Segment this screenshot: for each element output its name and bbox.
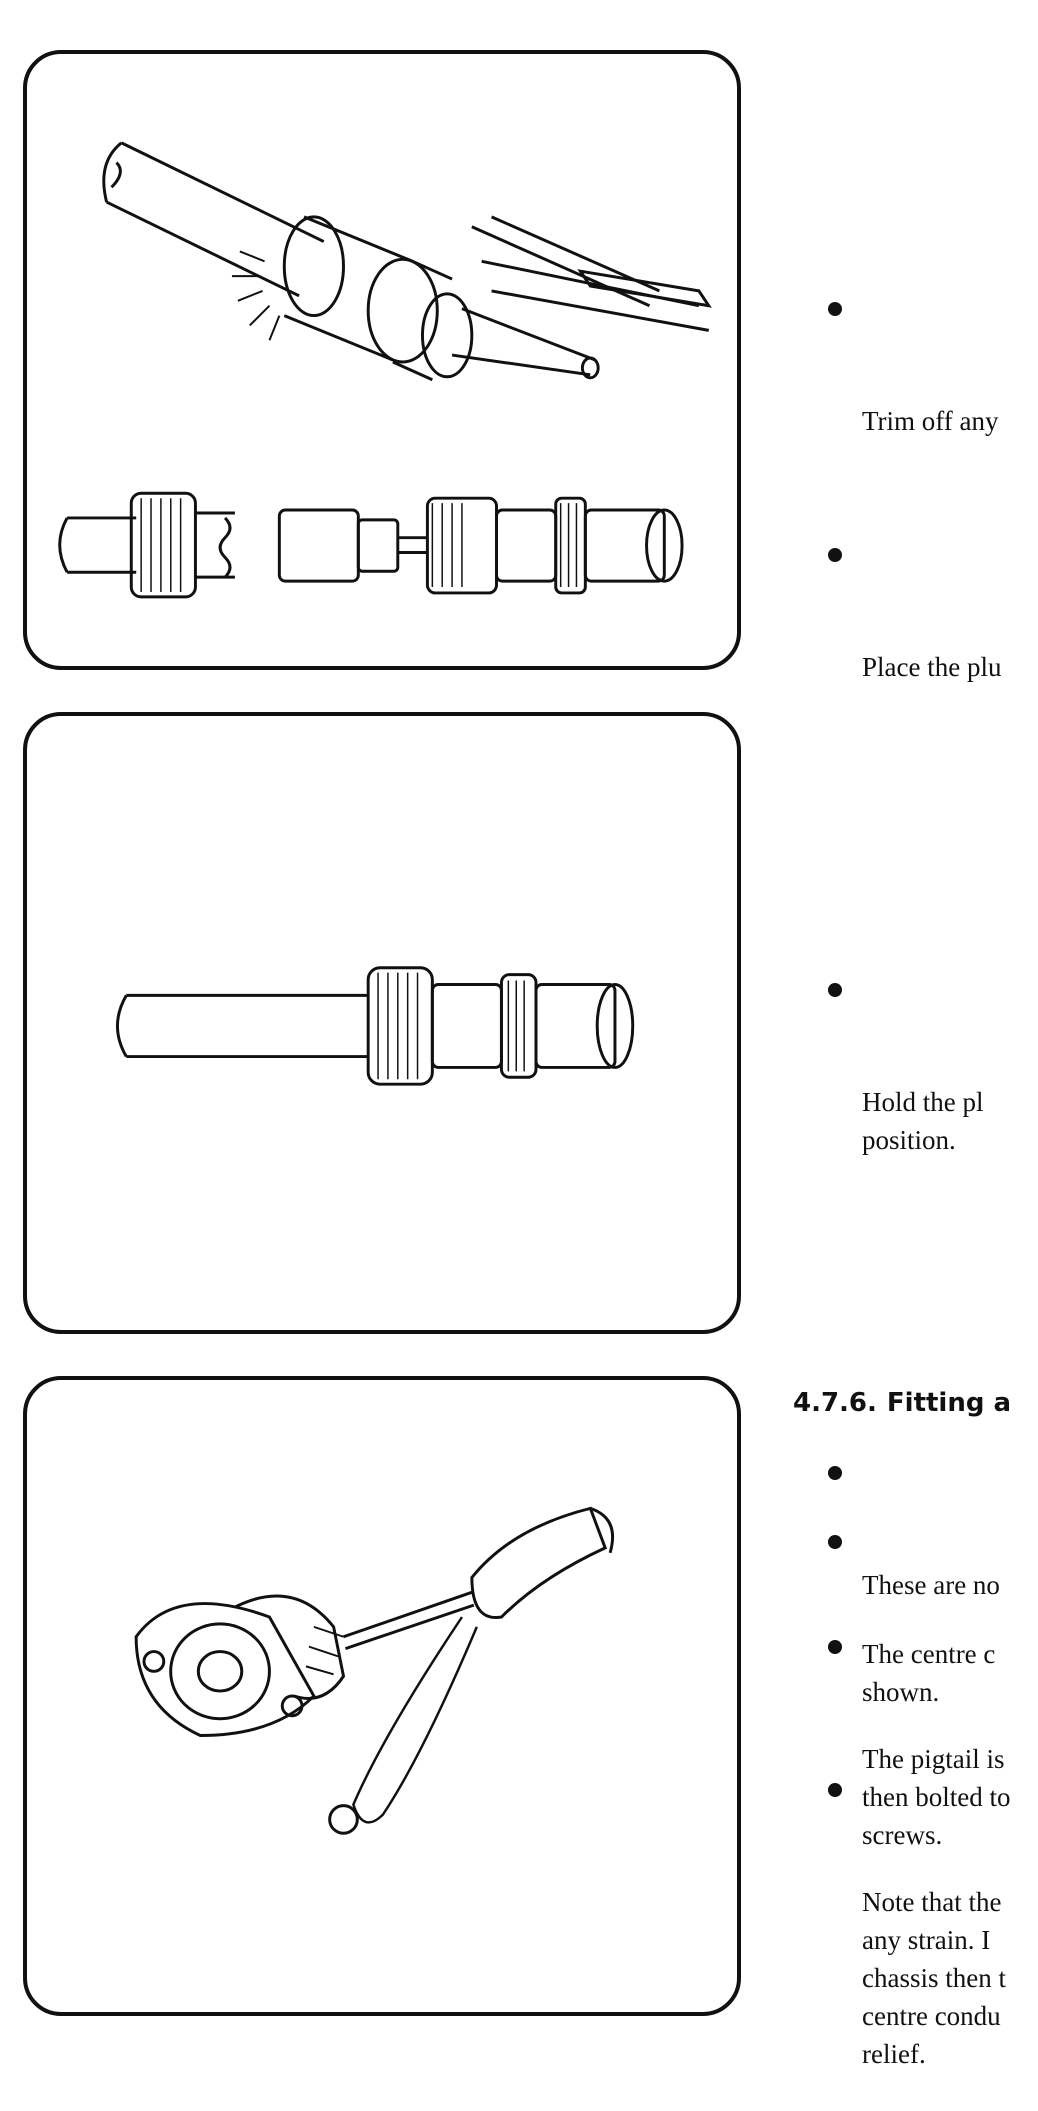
assembled-plug-illustration	[116, 966, 635, 1086]
bullet-dot	[828, 548, 842, 562]
chassis-socket-illustration	[134, 1506, 615, 1835]
step-trim-text: Trim off any	[862, 406, 999, 436]
bullet-dot	[828, 1640, 842, 1654]
section-number: 4.7.6.	[793, 1388, 877, 1418]
section-bullet-1: These are no	[828, 1452, 1038, 1642]
step-place-plug-text: Place the plu	[862, 652, 1002, 682]
illustration-panel-assembled-plug	[23, 712, 741, 1334]
bullet-dot	[828, 1466, 842, 1480]
cable-trim-illustration	[58, 141, 712, 599]
section-title: Fitting a	[886, 1388, 1012, 1418]
bullet-dot	[828, 983, 842, 997]
step-trim-bullet: Trim off any	[828, 288, 1038, 478]
step-place-plug-bullet: Place the plu	[828, 534, 1038, 724]
section-bullet-1-text: These are no	[862, 1570, 1000, 1600]
illustration-panel-chassis-socket	[23, 1376, 741, 2016]
bullet-dot	[828, 302, 842, 316]
bullet-dot	[828, 1783, 842, 1797]
bullet-dot	[828, 1535, 842, 1549]
illustration-panel-cable-prep	[23, 50, 741, 670]
section-heading: 4.7.6. Fitting a	[793, 1388, 1011, 1418]
